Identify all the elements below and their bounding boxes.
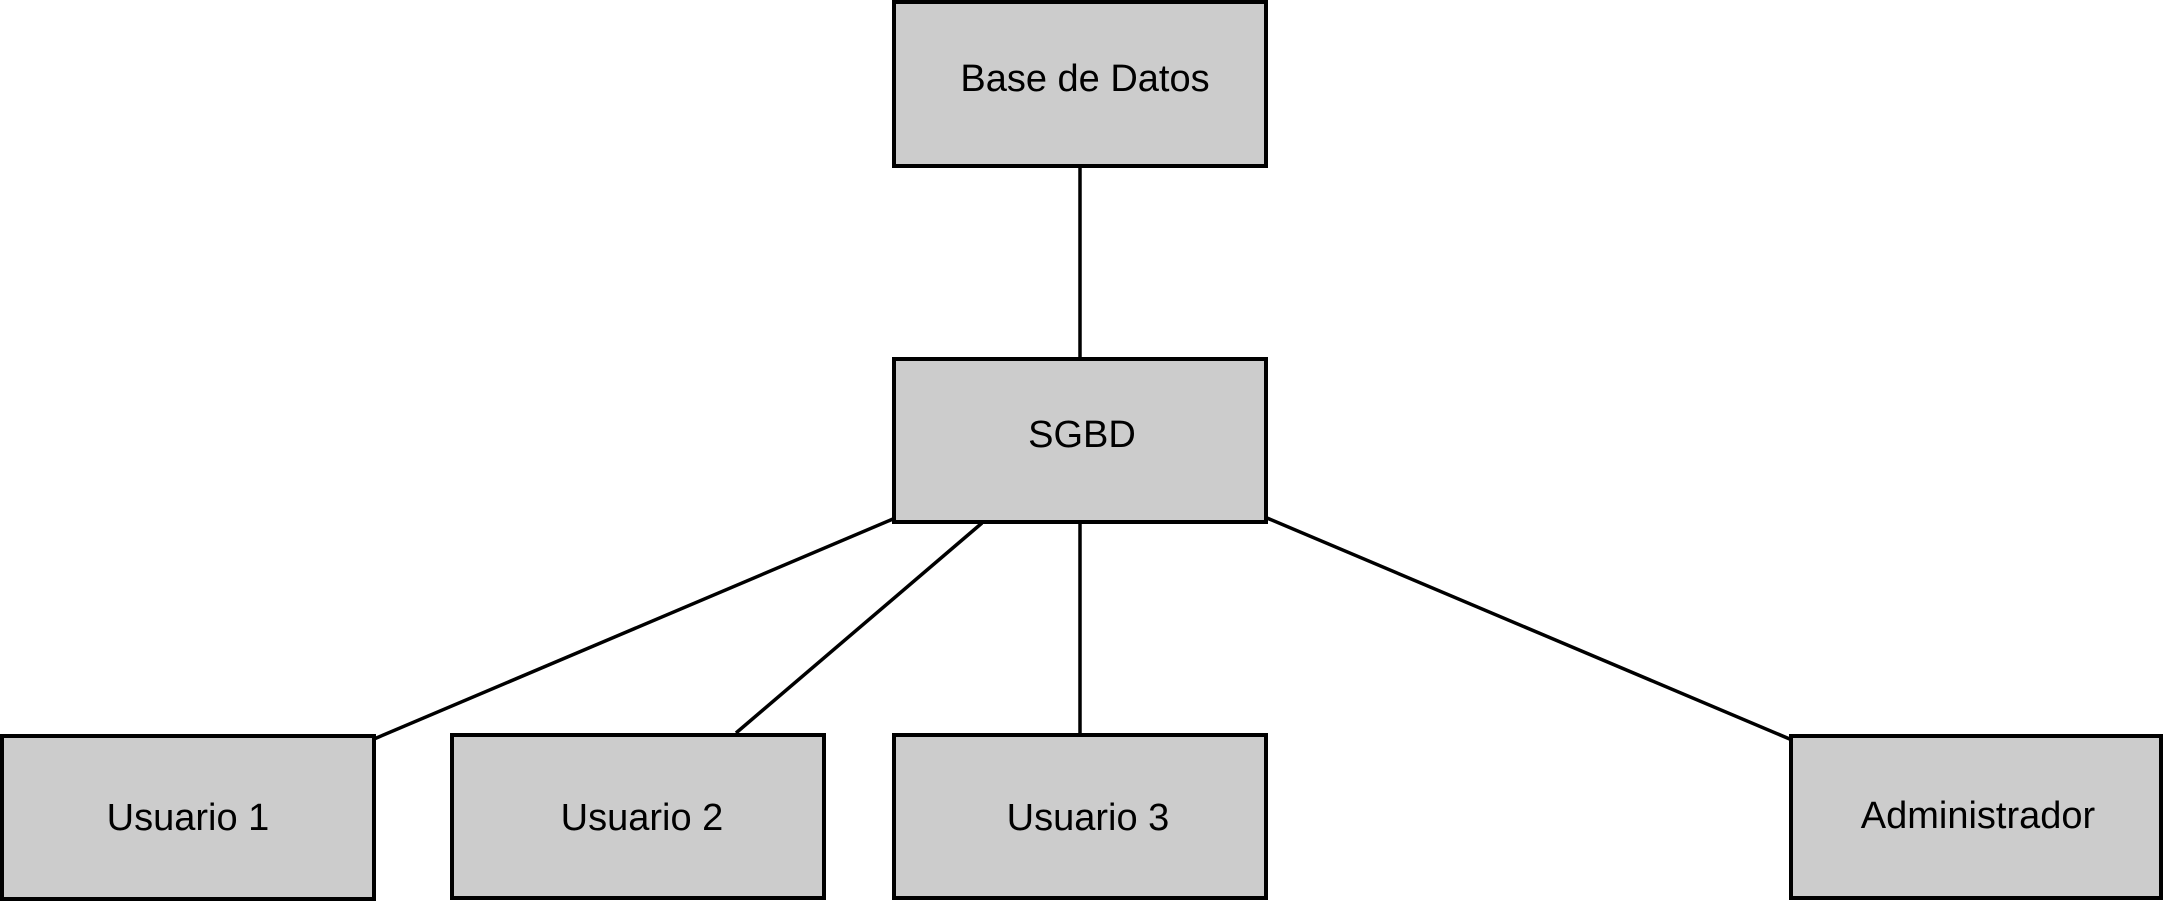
edge-sgbd-administrador: [1266, 516, 1793, 742]
node-database-box: [892, 0, 1268, 168]
edge-sgbd-usuario-2: [734, 521, 984, 735]
node-database: Base de Datos: [892, 0, 1268, 168]
node-administrador-box: [1789, 734, 2163, 900]
node-administrador-label: Administrador: [1861, 795, 2096, 837]
node-usuario-1-label: Usuario 1: [107, 797, 270, 839]
node-usuario-3-label: Usuario 3: [1007, 797, 1170, 839]
node-administrador: Administrador: [1789, 734, 2163, 900]
node-sgbd: SGBD: [892, 357, 1268, 524]
connection-lines: [373, 166, 1793, 742]
node-usuario-1-box: [0, 734, 376, 901]
node-usuario-3-box: [892, 733, 1268, 900]
node-usuario-2-box: [450, 733, 826, 900]
node-usuario-2-label: Usuario 2: [561, 797, 724, 839]
node-usuario-1: Usuario 1: [0, 734, 376, 901]
node-usuario-2: Usuario 2: [450, 733, 826, 900]
node-sgbd-box: [892, 357, 1268, 524]
node-database-label: Base de Datos: [960, 58, 1209, 100]
edge-sgbd-usuario-1: [373, 517, 894, 741]
node-sgbd-label: SGBD: [1028, 414, 1136, 456]
node-usuario-3: Usuario 3: [892, 733, 1268, 900]
